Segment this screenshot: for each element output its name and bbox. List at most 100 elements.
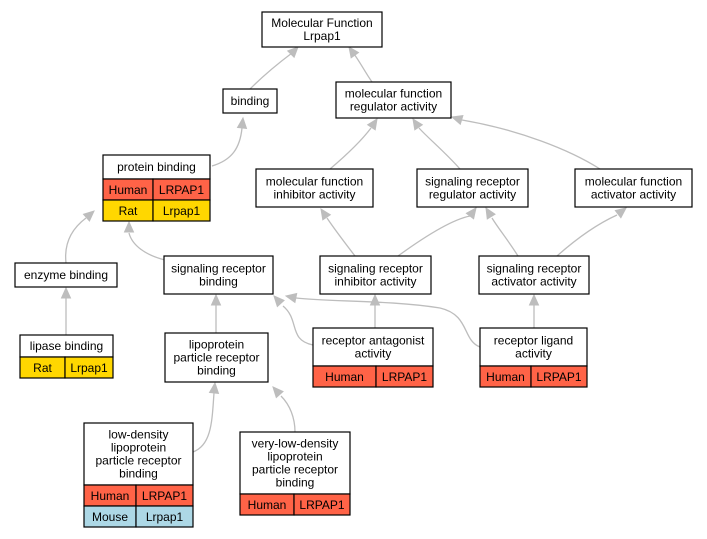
term-node-enzyme-binding[interactable]: enzyme binding	[14, 262, 118, 288]
arrowhead	[485, 206, 496, 220]
term-label: signaling receptor	[425, 175, 520, 189]
species-label: Human	[248, 498, 287, 512]
term-box	[255, 168, 374, 208]
gene-cell	[152, 199, 211, 222]
term-label: binding	[197, 364, 236, 378]
term-box	[479, 327, 588, 367]
gene-label: Lrpap1	[146, 510, 184, 524]
term-label: signaling receptor	[487, 262, 582, 276]
edge-ra-srb	[282, 305, 314, 346]
species-label: Human	[91, 489, 130, 503]
term-node-binding[interactable]: binding	[222, 88, 278, 114]
edge-sraa-srra	[491, 217, 519, 257]
term-label: molecular function	[345, 87, 442, 101]
term-box	[163, 255, 274, 295]
nodes: Molecular FunctionLrpap1bindingmolecular…	[14, 11, 693, 528]
gene-cell	[375, 365, 434, 388]
term-box	[335, 81, 452, 119]
term-label: molecular function	[585, 175, 682, 189]
term-box	[164, 332, 269, 383]
term-label: activator activity	[591, 188, 676, 202]
edge-mfaa-mfra	[461, 119, 601, 170]
species-label: Mouse	[92, 510, 128, 524]
arrowhead	[348, 46, 360, 59]
gene-cell	[64, 356, 114, 379]
gene-label: Lrpap1	[70, 361, 108, 375]
species-label: Human	[325, 370, 364, 384]
term-box	[222, 88, 278, 114]
arrowhead	[369, 293, 381, 306]
edge-rl-srb	[295, 297, 481, 348]
arrowhead	[272, 386, 284, 399]
arrowhead	[528, 293, 540, 306]
term-label: regulator activity	[429, 188, 516, 202]
term-label: binding	[276, 476, 315, 490]
gene-label: LRPAP1	[536, 370, 581, 384]
term-box	[14, 262, 118, 288]
gene-label: LRPAP1	[299, 498, 344, 512]
edge-mfia-mfra	[329, 127, 372, 170]
edge-sria-srra	[397, 215, 471, 257]
term-box	[312, 327, 434, 367]
term-label: receptor ligand	[494, 334, 573, 348]
term-label: enzyme binding	[24, 268, 108, 282]
species-label: Human	[486, 370, 525, 384]
arrowhead	[60, 286, 72, 299]
gene-cell	[530, 365, 588, 388]
arrowhead	[320, 207, 332, 221]
term-label: signaling receptor	[171, 262, 266, 276]
arrowhead	[366, 117, 378, 131]
edge-mfra-root	[353, 53, 373, 83]
gene-cell	[135, 505, 194, 528]
gene-cell	[293, 493, 351, 516]
term-label: Molecular Function	[271, 16, 372, 30]
arrowhead	[286, 46, 299, 59]
term-box	[574, 168, 693, 208]
term-label: activator activity	[491, 275, 576, 289]
term-label: Lrpap1	[303, 29, 341, 43]
term-box	[261, 11, 383, 48]
term-label: very-low-density	[252, 437, 339, 451]
term-label: lipase binding	[30, 339, 103, 353]
edge-ldl-lprb	[192, 392, 215, 453]
term-box	[416, 168, 529, 208]
term-label: activity	[515, 347, 552, 361]
arrowhead	[614, 207, 627, 219]
arrowhead	[208, 381, 220, 394]
arrowhead	[273, 295, 285, 308]
species-label: Rat	[33, 361, 52, 375]
term-box	[478, 255, 590, 295]
term-label: receptor antagonist	[322, 334, 425, 348]
edge-srra-mfra	[418, 127, 461, 170]
term-box	[83, 422, 194, 486]
edge-pb-binding	[211, 127, 243, 167]
species-label: Rat	[119, 204, 138, 218]
edge-sria-mfia	[326, 217, 356, 257]
edge-eb-pb	[64, 217, 87, 264]
edge-vldl-lprb	[280, 395, 296, 433]
term-label: protein binding	[117, 160, 196, 174]
term-label: lipoprotein	[267, 450, 322, 464]
arrowhead	[236, 116, 248, 129]
term-label: lipoprotein	[189, 338, 244, 352]
term-label: binding	[119, 467, 158, 481]
arrowhead	[210, 293, 222, 306]
gene-label: LRPAP1	[382, 370, 427, 384]
edge-srb-pb	[128, 232, 166, 261]
